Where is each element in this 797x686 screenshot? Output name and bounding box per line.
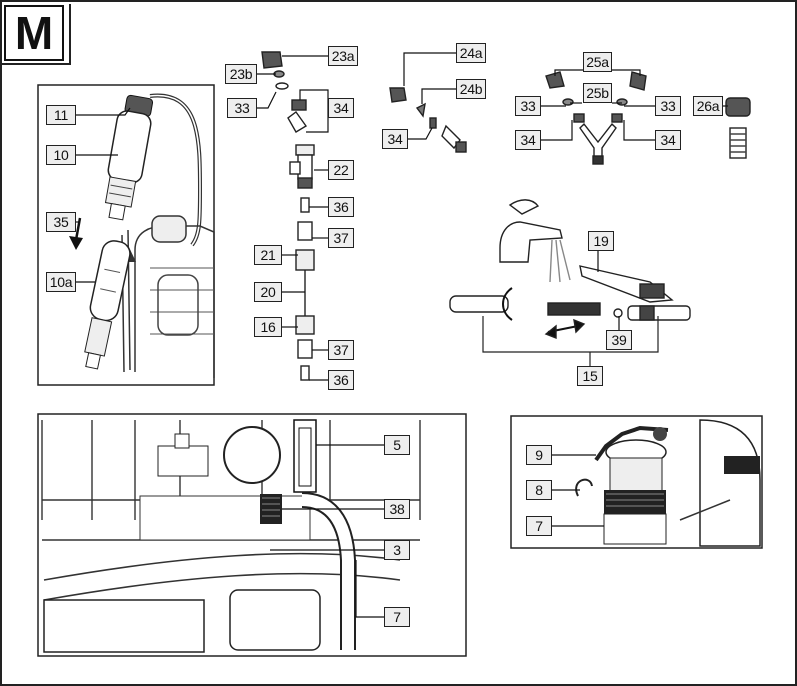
y-connector-25-parts — [545, 71, 647, 165]
callout-8: 8 — [526, 480, 552, 500]
callout-7: 7 — [384, 607, 410, 627]
callout-37-lower: 37 — [328, 340, 354, 360]
callout-39: 39 — [606, 330, 632, 350]
adapter-26a — [725, 97, 751, 159]
callout-34-left: 34 — [515, 130, 541, 150]
callout-23b: 23b — [225, 64, 257, 84]
callout-5: 5 — [384, 435, 410, 455]
callout-34: 34 — [328, 98, 354, 118]
callout-25b: 25b — [583, 83, 612, 103]
strap-closeup-panel — [510, 415, 763, 549]
callout-34-nozzle: 34 — [382, 129, 408, 149]
callout-38: 38 — [384, 499, 410, 519]
callout-3: 3 — [384, 540, 410, 560]
lance-cleaning-assembly — [449, 199, 691, 366]
leader-lines — [76, 52, 728, 618]
callout-22: 22 — [328, 160, 354, 180]
callout-10: 10 — [46, 145, 76, 165]
callout-24a: 24a — [456, 43, 486, 63]
callout-24b: 24b — [456, 79, 486, 99]
callout-11: 11 — [46, 105, 76, 125]
nozzle-24-parts — [389, 87, 467, 153]
callout-10a: 10a — [46, 272, 76, 292]
callout-19: 19 — [588, 231, 614, 251]
callout-37: 37 — [328, 228, 354, 248]
callout-20: 20 — [254, 282, 282, 302]
callout-36: 36 — [328, 197, 354, 217]
lance-panel — [37, 84, 215, 386]
callout-23a: 23a — [328, 46, 358, 66]
callout-15: 15 — [577, 366, 603, 386]
callout-9: 9 — [526, 445, 552, 465]
callout-33-left: 33 — [515, 96, 541, 116]
callout-26a: 26a — [693, 96, 723, 116]
figure-letter: M — [4, 5, 64, 61]
callout-7-strap: 7 — [526, 516, 552, 536]
lance-exploded-parts — [261, 51, 315, 381]
callout-33: 33 — [227, 98, 257, 118]
callout-21: 21 — [254, 245, 282, 265]
callout-35: 35 — [46, 212, 76, 232]
callout-34-right: 34 — [655, 130, 681, 150]
callout-36-lower: 36 — [328, 370, 354, 390]
callout-16: 16 — [254, 317, 282, 337]
callout-33-right: 33 — [655, 96, 681, 116]
callout-25a: 25a — [583, 52, 612, 72]
